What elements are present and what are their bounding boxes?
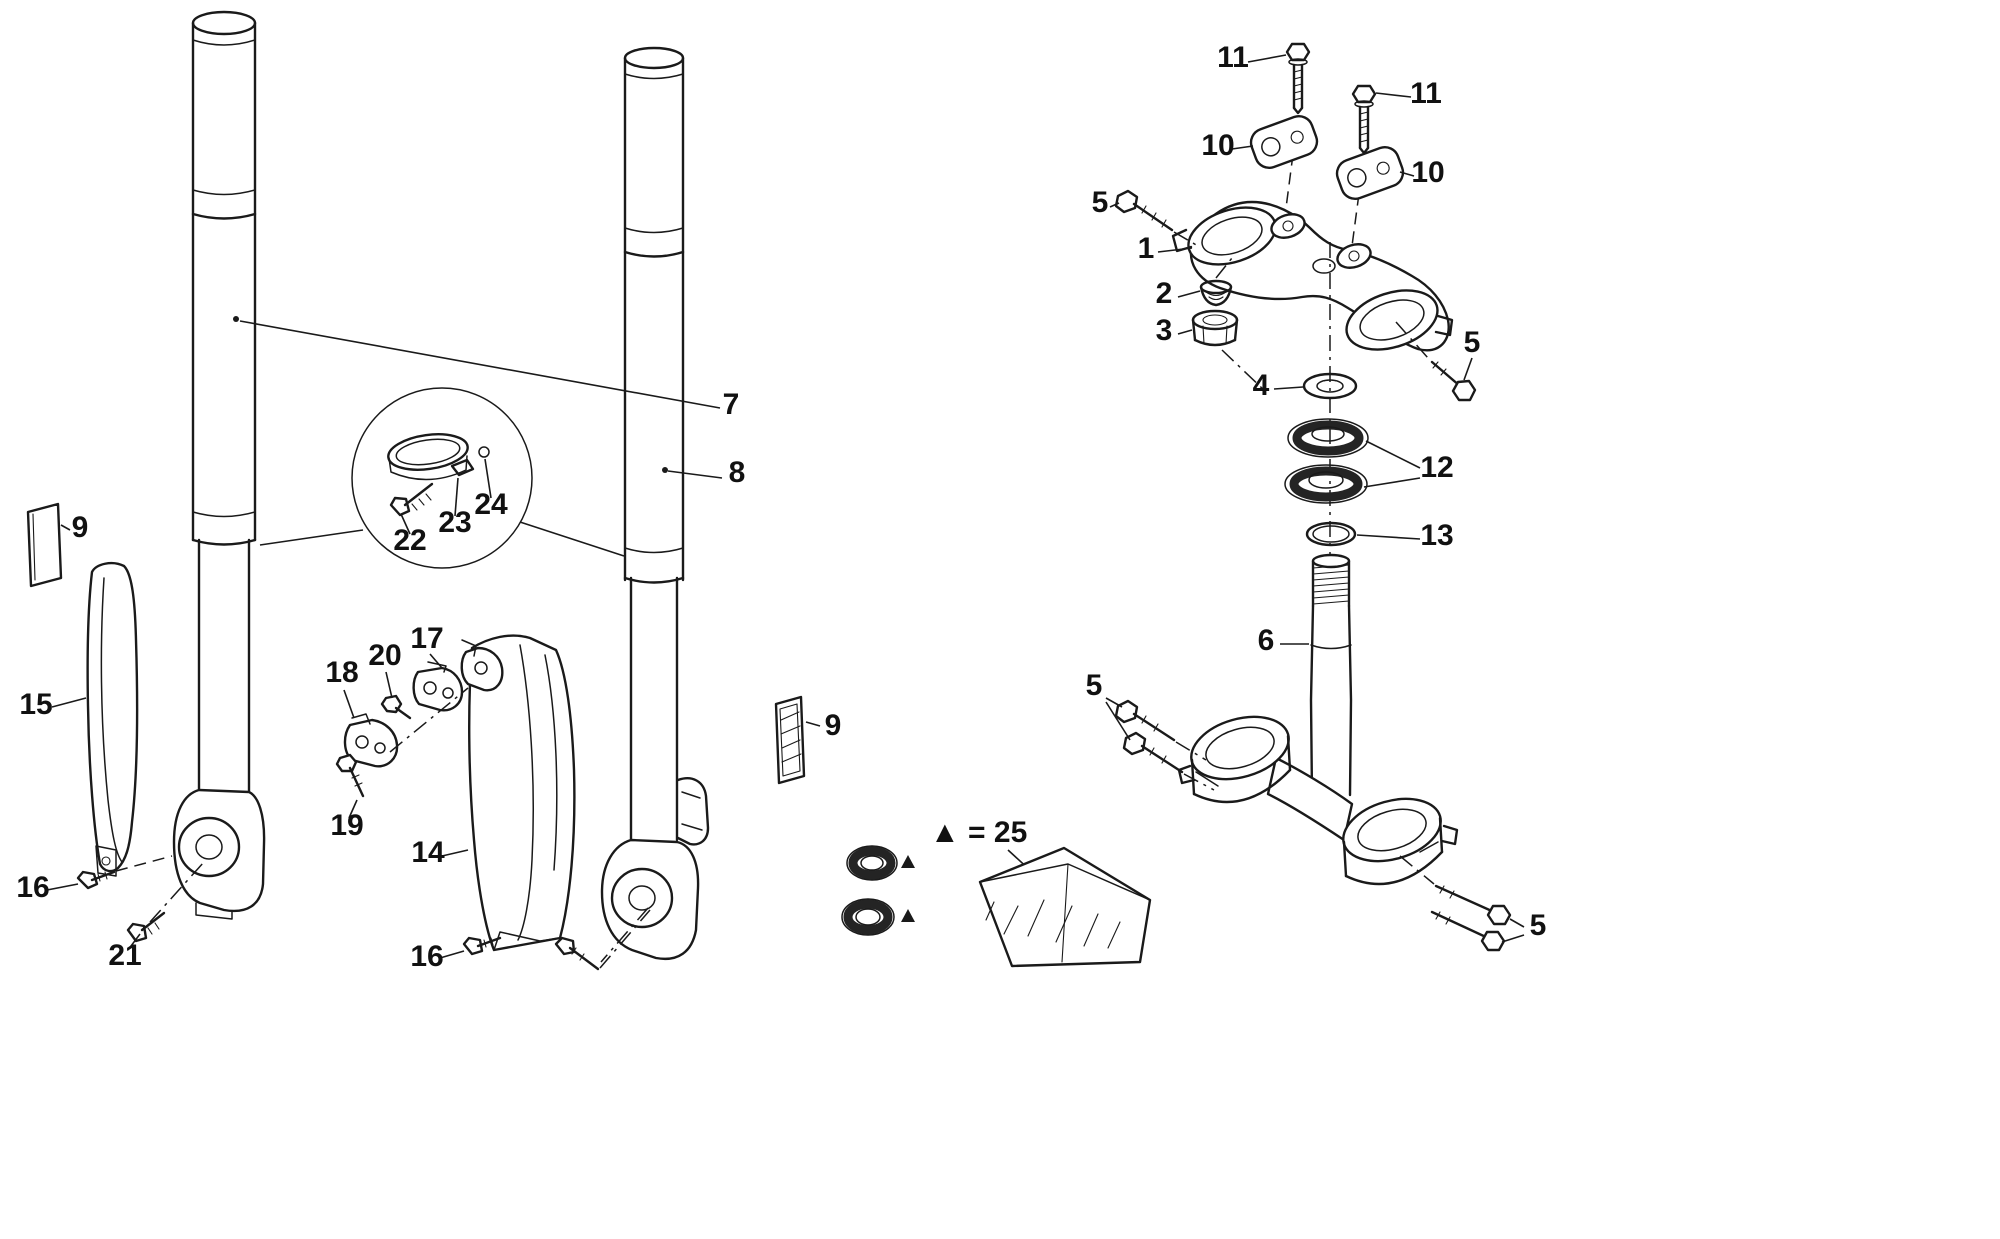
- callout-17: 17: [410, 622, 443, 655]
- steering-stem-6: [1309, 553, 1353, 797]
- legend-triangle-note: ▲ = 25: [930, 816, 1027, 849]
- callout-8: 8: [729, 456, 746, 489]
- seal-ring-lower: [841, 898, 895, 936]
- leader-lines: [46, 54, 1525, 959]
- callout-9-right: 9: [825, 709, 842, 742]
- callout-10-right: 10: [1411, 156, 1444, 189]
- triangle-marker-upper: [901, 855, 915, 868]
- guard-top-bracket: [460, 639, 504, 692]
- upper-triple-clamp: [1171, 200, 1454, 352]
- spare-parts-bag: [978, 846, 1152, 968]
- bolt-21: [126, 911, 166, 943]
- steering-cap-2: [1199, 257, 1233, 307]
- callout-12: 12: [1420, 451, 1453, 484]
- lower-triple-clamp: [1177, 715, 1459, 886]
- bolt-5-bottom-left-a: [1114, 699, 1207, 761]
- bracket-17: [412, 661, 464, 712]
- callout-5-right: 5: [1464, 326, 1481, 359]
- seal-13: [1305, 521, 1357, 547]
- handlebar-riser-right: [1335, 146, 1405, 200]
- bolt-5-bottom-right-b: [1430, 910, 1506, 952]
- callout-21: 21: [108, 939, 141, 972]
- seal-ring-upper: [846, 845, 898, 881]
- callout-labels: 7 8 9 15 16 21 22 23 24 17 20 18 19 14 1…: [16, 41, 1546, 973]
- bolt-5-right: [1395, 321, 1477, 402]
- handlebar-riser-left: [1249, 115, 1319, 169]
- callout-16-bottom: 16: [410, 940, 443, 973]
- callout-11-right: 11: [1410, 77, 1442, 110]
- clamp-ring: [387, 433, 490, 481]
- triangle-marker-lower: [901, 909, 915, 922]
- bolt-bottom-center: [554, 909, 651, 971]
- callout-1: 1: [1138, 232, 1155, 265]
- steering-nut-3: [1191, 309, 1267, 393]
- bolt-16-bottom: [462, 936, 502, 956]
- callout-22: 22: [393, 524, 426, 557]
- fork-leg-left: [149, 10, 266, 923]
- fork-guard-center: [460, 634, 576, 952]
- bolt-20: [380, 687, 469, 753]
- bolt-19: [335, 753, 365, 798]
- callout-6: 6: [1258, 624, 1275, 657]
- clamp-detail-circle: [259, 387, 625, 569]
- callout-2: 2: [1156, 277, 1173, 310]
- callout-5-top-left: 5: [1092, 186, 1109, 219]
- clamp-screw: [478, 446, 490, 458]
- bolt-16-left: [76, 855, 173, 890]
- fork-guard-left: [86, 561, 139, 877]
- callout-5-bottom-right: 5: [1530, 909, 1547, 942]
- bearing-12-lower: [1284, 464, 1368, 504]
- callout-23: 23: [438, 506, 471, 539]
- callout-15: 15: [19, 688, 52, 721]
- callout-16-left: 16: [16, 871, 49, 904]
- bracket-18: [343, 713, 399, 768]
- handlebar-bolt-11-left: [1285, 42, 1311, 209]
- handlebar-bolt-11-right: [1351, 84, 1377, 247]
- fork-leg-right: [600, 46, 710, 963]
- callout-7: 7: [723, 388, 740, 421]
- bearing-12-upper: [1287, 418, 1369, 458]
- callout-5-bottom-left: 5: [1086, 669, 1103, 702]
- callout-24: 24: [474, 488, 508, 521]
- reflector-right: [774, 695, 806, 785]
- reflector-left: [26, 502, 63, 588]
- callout-11-left: 11: [1217, 41, 1249, 74]
- callout-18: 18: [325, 656, 358, 689]
- bolt-5-bottom-right-a: [1399, 855, 1512, 926]
- callout-20: 20: [368, 639, 401, 672]
- washer-4: [1302, 372, 1358, 400]
- bolt-5-top-left: [1114, 189, 1199, 247]
- callout-4: 4: [1253, 369, 1270, 402]
- callout-10-left: 10: [1201, 129, 1234, 162]
- callout-14: 14: [411, 836, 445, 869]
- bolt-5-bottom-left-b: [1122, 731, 1215, 791]
- clamp-bolt-22: [389, 482, 434, 517]
- callout-3: 3: [1156, 314, 1173, 347]
- callout-13: 13: [1420, 519, 1453, 552]
- callout-9-left: 9: [72, 511, 89, 544]
- callout-19: 19: [330, 809, 363, 842]
